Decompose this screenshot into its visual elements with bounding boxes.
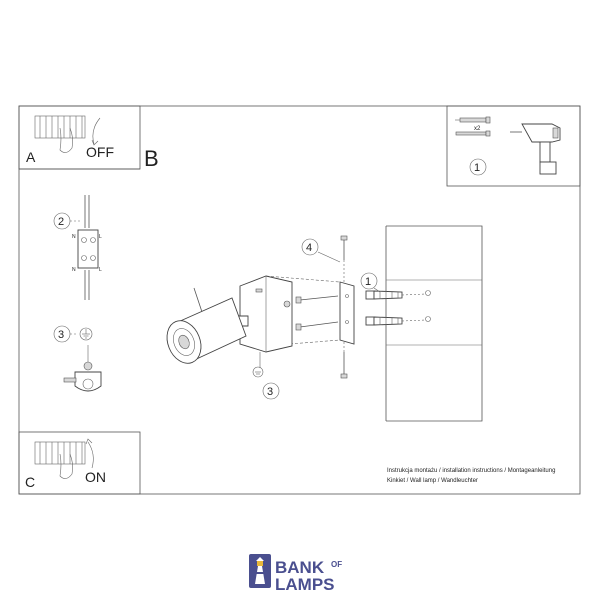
dowel-step-number: 1 bbox=[365, 276, 371, 288]
bracket-step-number: 4 bbox=[306, 242, 312, 254]
wall-dowel-bottom bbox=[365, 316, 403, 326]
wall-screw-bottom bbox=[295, 321, 339, 331]
wiring-step-number: 2 bbox=[58, 216, 64, 228]
terminal-n-bottom: N bbox=[72, 267, 76, 273]
lamp-ground-step-number: 3 bbox=[267, 386, 273, 398]
panel-b-letter: B bbox=[144, 146, 159, 171]
bracket-screw-top bbox=[340, 235, 348, 260]
instructions-line-1: Instrukcja montażu / installation instru… bbox=[387, 468, 555, 474]
brand-word-of: OF bbox=[331, 560, 342, 569]
dowel-step-circle bbox=[360, 272, 378, 290]
breaker-off-icon bbox=[34, 115, 101, 153]
mounting-bracket bbox=[339, 281, 355, 345]
terminal-l-top: L bbox=[99, 234, 102, 240]
breaker-on-icon bbox=[34, 438, 94, 479]
tools-step-circle bbox=[469, 158, 487, 176]
tools-quantity: x2 bbox=[474, 126, 481, 132]
bank-of-lamps-logo: BANK OF LAMPS bbox=[249, 554, 342, 594]
tools-step-number: 1 bbox=[474, 162, 480, 174]
tools-box bbox=[446, 105, 581, 187]
ground-terminal-icon bbox=[63, 345, 102, 392]
dowel-screw-pair-icon bbox=[455, 116, 491, 137]
terminal-block-icon bbox=[77, 195, 99, 300]
grounding-step: 3 bbox=[53, 325, 102, 392]
wall-screw-top bbox=[295, 295, 339, 304]
terminal-n-top: N bbox=[72, 234, 76, 240]
wall-dowel-top bbox=[365, 290, 403, 300]
bracket-screw-bottom bbox=[340, 352, 348, 379]
instructions-line-2: Kinkiet / Wall lamp / Wandleuchter bbox=[387, 478, 478, 484]
diagram-frame bbox=[18, 105, 581, 495]
brand-word-bank: BANK bbox=[275, 558, 325, 577]
terminal-l-bottom: L bbox=[99, 267, 102, 273]
lamp-head bbox=[166, 287, 249, 364]
ground-symbol-icon bbox=[79, 327, 93, 341]
panel-c-box bbox=[18, 431, 141, 495]
panel-a-letter: A bbox=[26, 149, 36, 165]
tools-panel: x2 1 bbox=[446, 105, 581, 187]
lighthouse-icon bbox=[249, 554, 271, 588]
panel-c: C ON bbox=[18, 431, 141, 495]
panel-c-letter: C bbox=[25, 474, 35, 490]
panel-a: A OFF bbox=[18, 105, 141, 170]
wall-hole-bottom bbox=[425, 316, 431, 322]
lamp-ground-step-circle bbox=[262, 382, 280, 400]
lamp-base-plate bbox=[239, 275, 293, 353]
panel-c-action: ON bbox=[85, 469, 106, 485]
drill-icon bbox=[510, 123, 561, 175]
lamp-ground-lead bbox=[252, 352, 264, 378]
wall-hole-top bbox=[425, 290, 431, 296]
brand-word-lamps: LAMPS bbox=[275, 575, 335, 594]
grounding-step-number: 3 bbox=[58, 329, 64, 341]
panel-a-action: OFF bbox=[86, 144, 114, 160]
panel-a-box bbox=[18, 105, 141, 170]
bracket-step-circle bbox=[301, 238, 319, 256]
wiring-step: 2 N L N L bbox=[53, 195, 102, 300]
base-screw-head bbox=[283, 300, 291, 308]
